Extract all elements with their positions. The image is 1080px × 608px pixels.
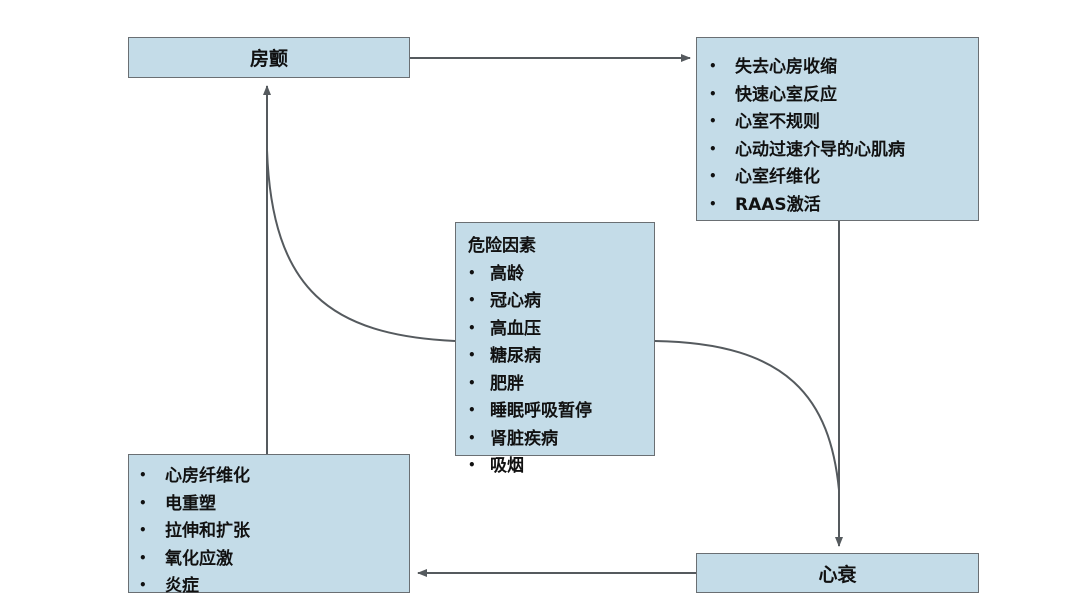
- list-item: •快速心室反应: [709, 84, 837, 105]
- list-item: •高血压: [468, 318, 541, 339]
- curve-risk-to-af: [266, 149, 456, 342]
- list-item: •肥胖: [468, 373, 524, 394]
- risk-factors-list: •高龄 •冠心病 •高血压 •糖尿病 •肥胖 •睡眠呼吸暂停 •肾脏疾病 •吸烟: [468, 260, 654, 480]
- curve-risk-to-hf: [654, 340, 840, 491]
- list-item: •冠心病: [468, 291, 541, 311]
- list-item: •肾脏疾病: [468, 428, 558, 449]
- hf-box: 心衰: [696, 553, 979, 593]
- list-item: •心动过速介导的心肌病: [709, 139, 905, 160]
- list-item: •心室不规则: [709, 112, 820, 132]
- hf-effects-box: •心房纤维化 •电重塑 •拉伸和扩张 •氧化应激 •炎症: [128, 454, 410, 596]
- list-item: •糖尿病: [468, 346, 541, 366]
- list-item: •吸烟: [468, 456, 524, 476]
- risk-factors-box: 危险因素 •高龄 •冠心病 •高血压 •糖尿病 •肥胖 •睡眠呼吸暂停 •肾脏疾…: [455, 222, 655, 476]
- list-item: •拉伸和扩张: [139, 521, 250, 541]
- list-item: •氧化应激: [139, 548, 233, 569]
- risk-factors-heading: 危险因素: [468, 236, 536, 256]
- list-item: •心房纤维化: [139, 466, 250, 486]
- list-item: •炎症: [139, 576, 199, 596]
- list-item: •失去心房收缩: [709, 57, 837, 77]
- af-effects-list: •失去心房收缩 •快速心室反应 •心室不规则 •心动过速介导的心肌病 •心室纤维…: [707, 53, 978, 218]
- list-item: •心室纤维化: [709, 167, 820, 187]
- af-effects-box: •失去心房收缩 •快速心室反应 •心室不规则 •心动过速介导的心肌病 •心室纤维…: [696, 37, 979, 221]
- af-box-title: 房颤: [249, 48, 288, 70]
- hf-effects-list: •心房纤维化 •电重塑 •拉伸和扩张 •氧化应激 •炎症: [137, 462, 409, 600]
- hf-box-title: 心衰: [818, 563, 857, 586]
- af-box: 房颤: [128, 37, 410, 78]
- list-item: •电重塑: [139, 493, 216, 514]
- list-item: •RAAS激活: [709, 194, 821, 215]
- list-item: •高龄: [468, 263, 524, 284]
- list-item: •睡眠呼吸暂停: [468, 401, 592, 421]
